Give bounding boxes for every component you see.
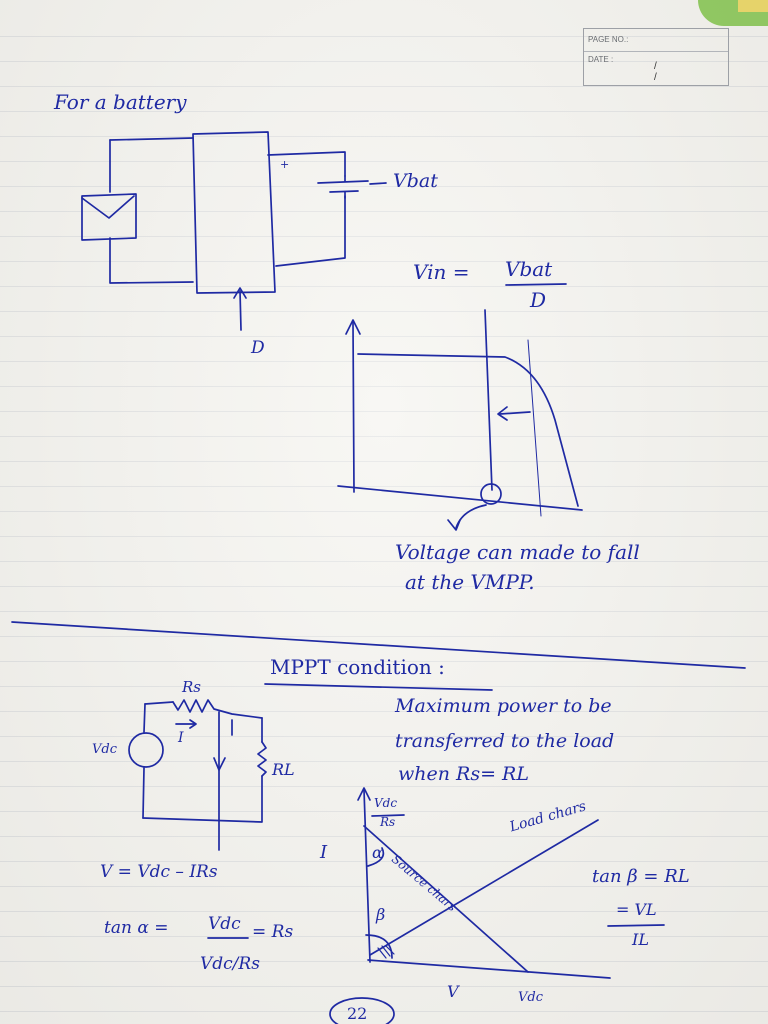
pointer-arrow (455, 504, 487, 529)
vdc-source-icon (128, 732, 164, 768)
equation-tan-alpha-left: tan α = (104, 918, 169, 938)
rl-resistor (257, 741, 267, 777)
plus-sign: + (280, 158, 290, 171)
battery-circuit (81, 131, 387, 331)
corner-object-yellow (738, 0, 768, 12)
load-characteristic (369, 819, 599, 956)
graph2-x-axis (367, 959, 611, 979)
mppt-circuit (128, 699, 267, 851)
source-characteristic (363, 825, 529, 973)
box-divider (584, 51, 728, 52)
pv-panel-icon (81, 193, 137, 241)
iv-curve (357, 353, 579, 507)
vdc-label: Vdc (92, 742, 117, 757)
graph-x-axis (337, 485, 583, 511)
graph2-top-num: Vdc (374, 796, 398, 810)
vertical-line-vmpp (527, 339, 542, 517)
current-label: I (178, 730, 184, 746)
v-axis-label: V (447, 982, 459, 1001)
note-line-1: Voltage can made to fall (395, 540, 640, 564)
load-line-graph (357, 787, 611, 979)
graph2-top-den: Rs (380, 815, 396, 829)
alpha-label: α (372, 843, 383, 862)
fraction-bar (505, 283, 567, 286)
desc-line-2: transferred to the load (395, 730, 615, 752)
formula-left: Vin = (413, 260, 470, 284)
converter-box (192, 131, 276, 294)
page-number-oval (329, 997, 395, 1024)
page-number: 22 (347, 1004, 368, 1023)
formula-denominator: D (530, 288, 547, 312)
graph2-y-axis (363, 789, 371, 963)
equation-tan-alpha-den: Vdc/Rs (200, 954, 260, 974)
d-label: D (251, 338, 265, 358)
desc-line-3: when Rs= RL (398, 763, 529, 785)
equation-tan-alpha-num: Vdc (208, 914, 241, 934)
graph2-y-label: I (320, 842, 328, 863)
tan-beta-equation: tan β = RL (592, 866, 690, 887)
page-date-box: PAGE NO.: DATE : / / (583, 28, 729, 86)
graph2-fraction-bar (371, 814, 405, 817)
formula-numerator: Vbat (505, 257, 553, 281)
vdc-axis-label: Vdc (518, 990, 543, 1005)
equation-v: V = Vdc – IRs (100, 862, 218, 882)
note-line-2: at the VMPP. (405, 570, 535, 594)
beta-label: β (376, 905, 386, 924)
graph-y-axis (352, 321, 355, 493)
desc-line-1: Maximum power to be (395, 695, 612, 717)
date-value: / / (654, 61, 687, 83)
equation-tan-alpha-right: = Rs (252, 922, 294, 942)
vbat-label: Vbat (393, 170, 438, 192)
rs-resistor (172, 699, 263, 719)
iv-curve-graph (337, 309, 583, 531)
mppt-title: MPPT condition : (270, 655, 445, 679)
vertical-line-vin (484, 309, 493, 491)
mpp-circle (480, 483, 502, 505)
rs-label: Rs (182, 678, 201, 696)
rl-label: RL (272, 760, 295, 779)
page-no-label: PAGE NO.: (588, 35, 629, 44)
duty-arrow (239, 290, 242, 331)
date-label: DATE : (588, 55, 614, 64)
section-divider (11, 621, 746, 669)
tan-beta-num: = VL (616, 900, 657, 919)
tan-beta-fraction-bar (607, 924, 665, 927)
title-underline (264, 683, 493, 691)
battery-icon (317, 180, 369, 184)
shift-arrow (499, 411, 531, 415)
heading-battery: For a battery (54, 90, 187, 114)
tan-beta-den: IL (632, 930, 649, 949)
